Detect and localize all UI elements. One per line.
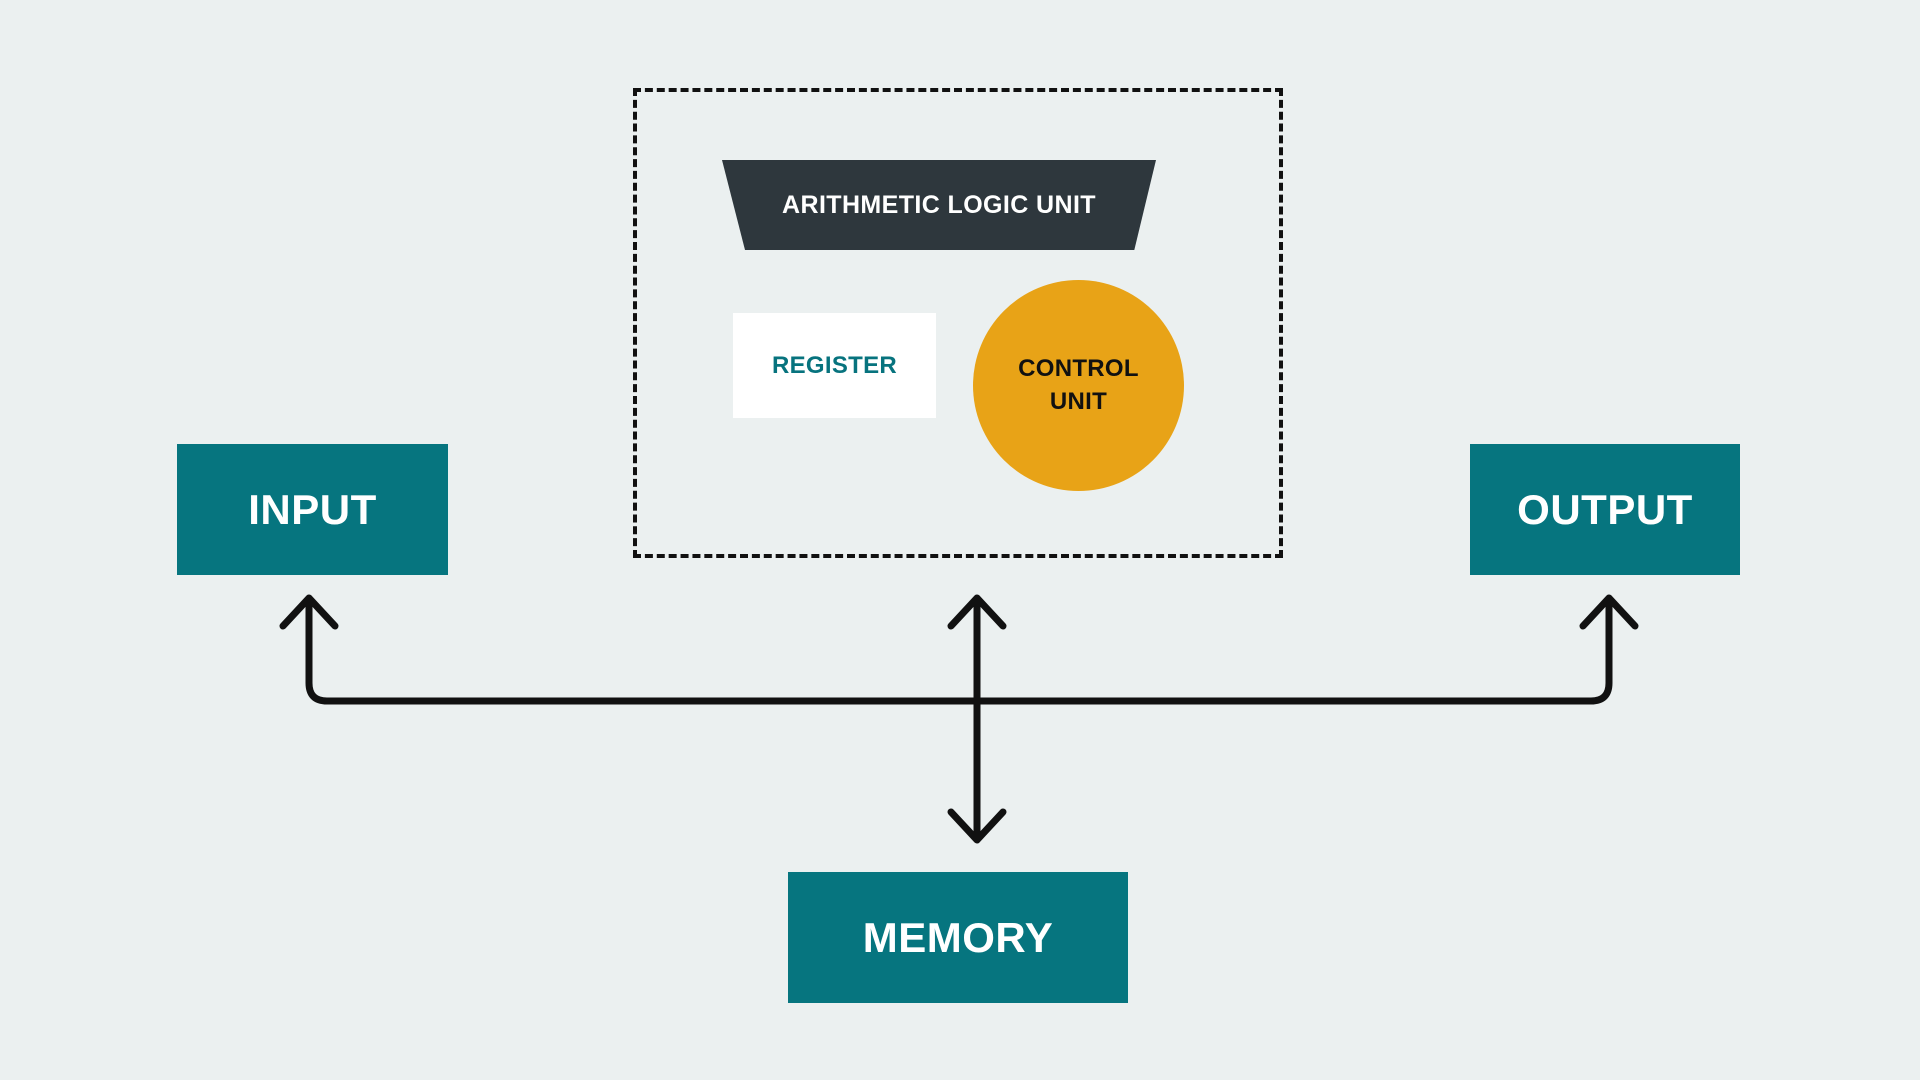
input-label: INPUT bbox=[248, 485, 377, 533]
output-box[interactable]: OUTPUT bbox=[1470, 444, 1740, 575]
cpu-boundary bbox=[633, 88, 1283, 558]
control-unit-label-line1: CONTROL bbox=[1018, 355, 1139, 383]
system-bus-line bbox=[305, 600, 1613, 705]
control-unit-label-line2: UNIT bbox=[1049, 387, 1108, 415]
alu-shape[interactable]: ARITHMETIC LOGIC UNIT bbox=[722, 160, 1156, 250]
memory-box[interactable]: MEMORY bbox=[788, 872, 1128, 1003]
input-box[interactable]: INPUT bbox=[177, 444, 448, 575]
cpu-arrow-icon bbox=[947, 594, 1007, 630]
input-arrow-icon bbox=[279, 594, 339, 630]
memory-label: MEMORY bbox=[862, 913, 1054, 961]
control-unit-shape[interactable]: CONTROL UNIT bbox=[973, 280, 1184, 491]
memory-arrow-icon bbox=[947, 808, 1007, 844]
register-label: REGISTER bbox=[771, 351, 898, 379]
alu-label: ARITHMETIC LOGIC UNIT bbox=[782, 190, 1096, 219]
output-label: OUTPUT bbox=[1517, 485, 1693, 533]
output-arrow-icon bbox=[1579, 594, 1639, 630]
register-shape[interactable]: REGISTER bbox=[733, 313, 936, 418]
